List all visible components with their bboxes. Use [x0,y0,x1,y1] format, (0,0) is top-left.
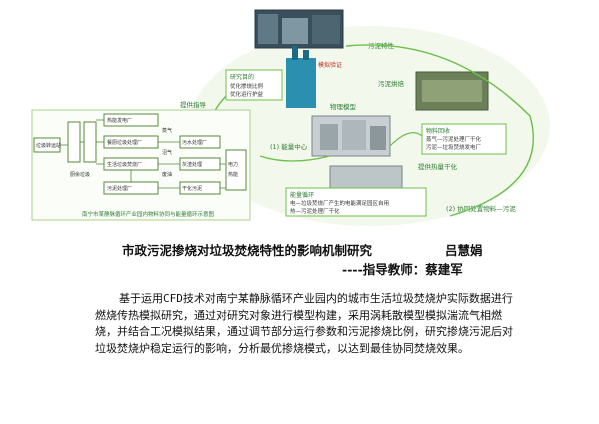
plant-model-icon [286,58,316,108]
secondary-model [329,165,403,189]
label-physical-model: 物理模型 [330,102,357,111]
node-power: 电力 [228,161,238,168]
node-living: 生活垃圾焚烧厂 [107,161,142,168]
document-title: 市政污泥掺烧对垃圾焚烧特性的影响机制研究 [122,243,373,258]
energy-box [285,187,427,217]
research-item-1: 优化掺烧比例 [230,82,264,90]
node-biogas: 沼气 [162,149,172,156]
node-ash: 灰渣处理 [182,161,202,168]
label-data-guide: 提供指导 [180,100,207,109]
energy-item-1: 电—垃圾焚烧厂产生的电能满足园区自用 [290,199,389,207]
material-box [421,123,507,155]
abstract-paragraph: 基于运用CFD技术对南宁某静脉循环产业园内的城市生活垃圾焚烧炉实际数据进行燃烧传… [95,292,513,355]
node-sludge: 污泥处理厂 [107,185,132,192]
material-title: 物料回收 [426,127,450,135]
energy-item-2: 热—污泥处理厂干化 [290,207,340,215]
label-material-proc: (2) 协同处置物料—污泥 [446,204,516,213]
advisor-line: ----指导教师：蔡建军 [342,262,463,277]
node-kitchen2: 厨余垃圾 [70,171,90,178]
node-water: 污水处理厂 [182,139,207,146]
research-item-2: 优化运行护益 [230,90,264,98]
research-title: 研究目的 [230,73,254,81]
process-diagram: 研究目的 优化掺烧比例 优化运行护益 污泥特性 模拟验证 污泥烘焙 物理模型 提… [31,9,550,226]
label-sludge-drying: 污泥烘焙 [378,79,405,88]
diagram-caption: 南宁市某静脉循环产业园内物料协同与能量循环示意图 [82,210,215,218]
author-name: 吕慧娟 [445,243,483,258]
node-oil: 废油 [162,171,172,178]
node-heat: 热能 [228,171,238,178]
research-box [225,69,283,101]
node-left: 垃圾转运站 [36,142,61,149]
node-dry: 干化污泥 [182,185,202,192]
label-sim: 模拟验证 [318,61,342,69]
label-energy-center: (1) 能量中心 [270,142,308,151]
label-dry-sludge: 提供热量干化 [418,162,458,171]
energy-title: 能量循环 [290,191,314,199]
node-plant: 热能发电厂 [107,117,132,124]
material-item-2: 污泥—垃圾焚烧发电厂 [426,143,482,151]
node-kitchen: 餐厨垃圾处理厂 [107,139,142,146]
material-item-1: 蒸气—污泥处理厂干化 [426,135,482,143]
node-steam: 蒸气 [162,127,172,134]
